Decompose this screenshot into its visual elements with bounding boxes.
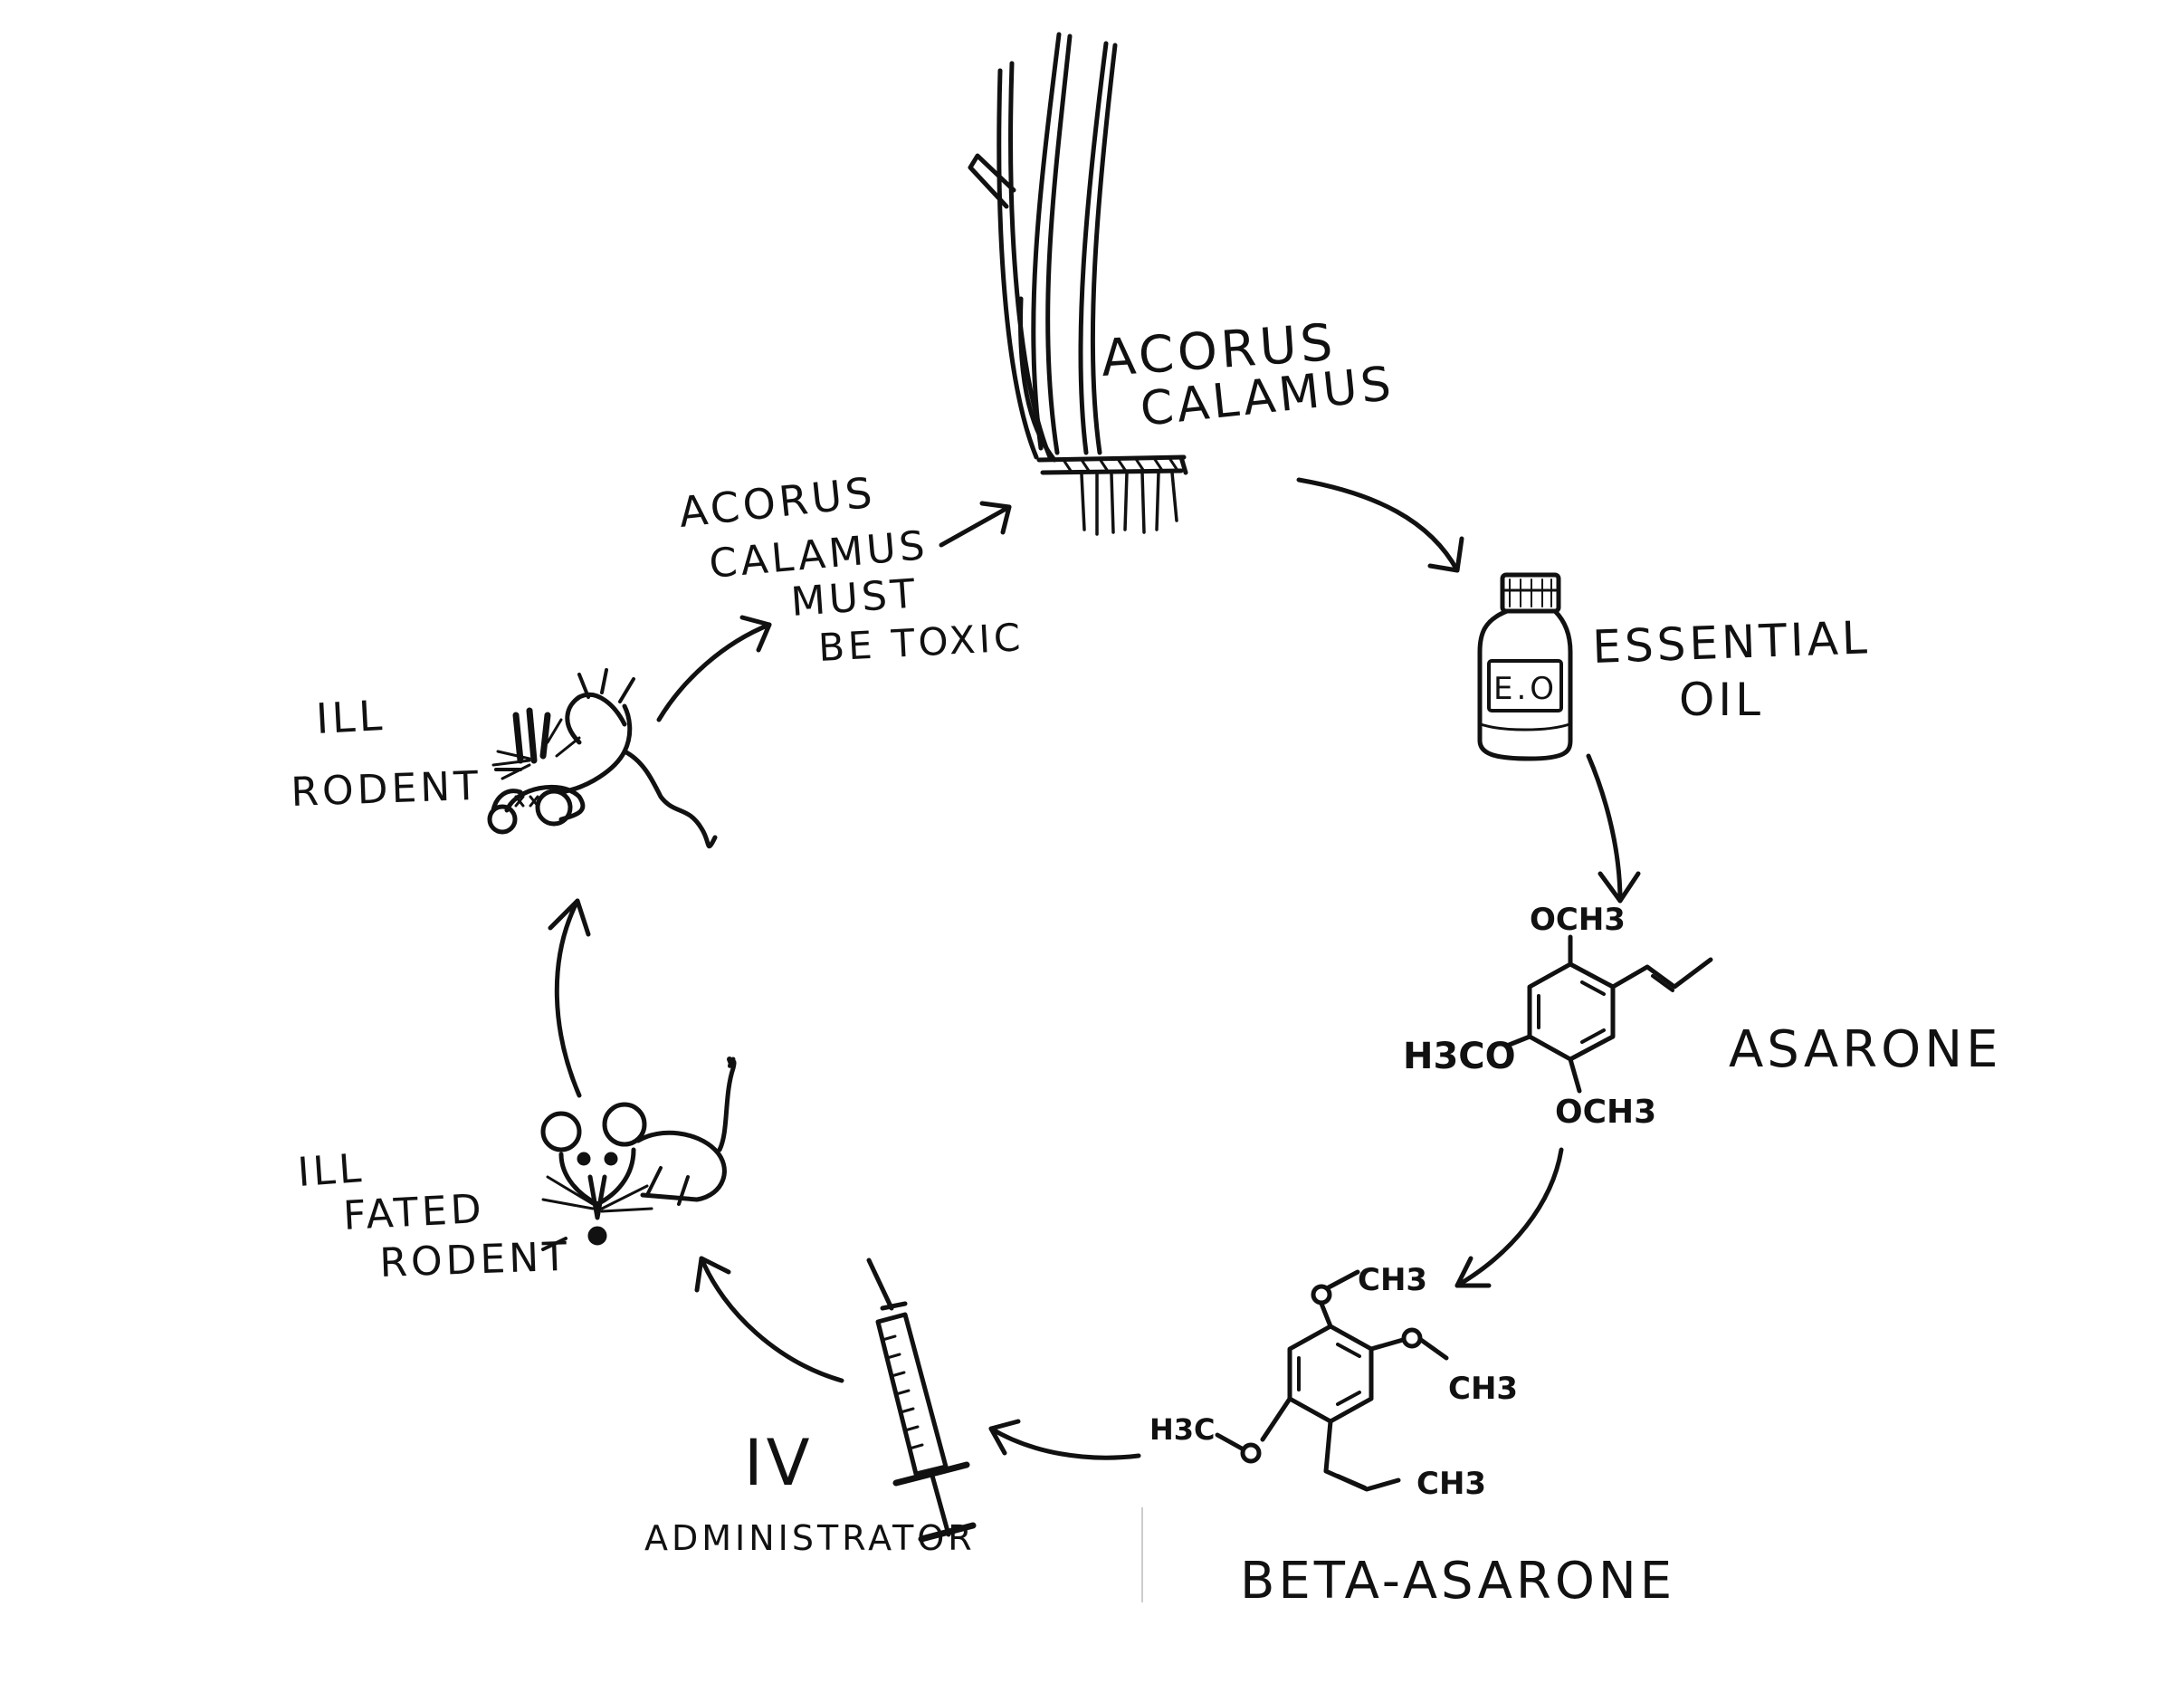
- ill-fated-label-line2: FATED: [342, 1186, 486, 1239]
- arrow-asarone-to-beta: [1454, 1147, 1564, 1288]
- ill-fated-pointer: [541, 1237, 567, 1251]
- arrow-oil-to-asarone: [1586, 753, 1641, 904]
- rodent-icon: [540, 1057, 737, 1246]
- beta-group-left: H3C: [1149, 1412, 1216, 1447]
- beta-group-right: CH3: [1448, 1371, 1518, 1407]
- bottle-label: E.O.: [1493, 671, 1569, 707]
- beta-asarone-structure-icon: [1215, 1269, 1449, 1492]
- conclusion-line1: ACORUS: [677, 467, 878, 536]
- asarone-group-top: OCH3: [1530, 902, 1626, 938]
- ill-rodent-label-line2: RODENT: [291, 763, 482, 816]
- asarone-structure-icon: [1504, 934, 1713, 1094]
- beta-group-bottom: CH3: [1416, 1466, 1486, 1502]
- oil-label-line1: ESSENTIAL: [1591, 611, 1871, 674]
- iv-label: IV: [744, 1426, 814, 1500]
- asarone-group-left: H3CO: [1403, 1036, 1516, 1077]
- arrow-rodent-to-ill-rodent: [548, 898, 591, 1098]
- arrow-beta-to-iv: [988, 1419, 1141, 1460]
- beta-asarone-label: BETA-ASARONE: [1240, 1552, 1675, 1611]
- bottle-icon: [1477, 572, 1573, 761]
- arrow-conclusion-to-plant: [939, 501, 1012, 548]
- arrow-iv-to-rodent: [694, 1256, 844, 1383]
- ill-fated-label-line3: RODENT: [379, 1234, 571, 1286]
- ill-rodent-icon: [487, 668, 718, 849]
- arrow-ill-rodent-to-conclusion: [656, 615, 772, 722]
- asarone-group-bottom: OCH3: [1555, 1094, 1656, 1131]
- conclusion-line3: MUST: [789, 570, 920, 626]
- arrow-plant-to-oil: [1296, 477, 1464, 573]
- ill-fated-label-line1: ILL: [296, 1145, 366, 1196]
- ill-rodent-label-line1: ILL: [315, 691, 387, 743]
- beta-group-top: CH3: [1358, 1262, 1427, 1298]
- asarone-label: ASARONE: [1729, 1020, 2001, 1079]
- syringe-icon: [866, 1257, 977, 1543]
- oil-label-line2: OIL: [1679, 674, 1764, 726]
- conclusion-line4: BE TOXIC: [817, 615, 1025, 670]
- iv-administrator-label: ADMINISTRATOR: [644, 1518, 976, 1558]
- plant-icon: [968, 32, 1188, 536]
